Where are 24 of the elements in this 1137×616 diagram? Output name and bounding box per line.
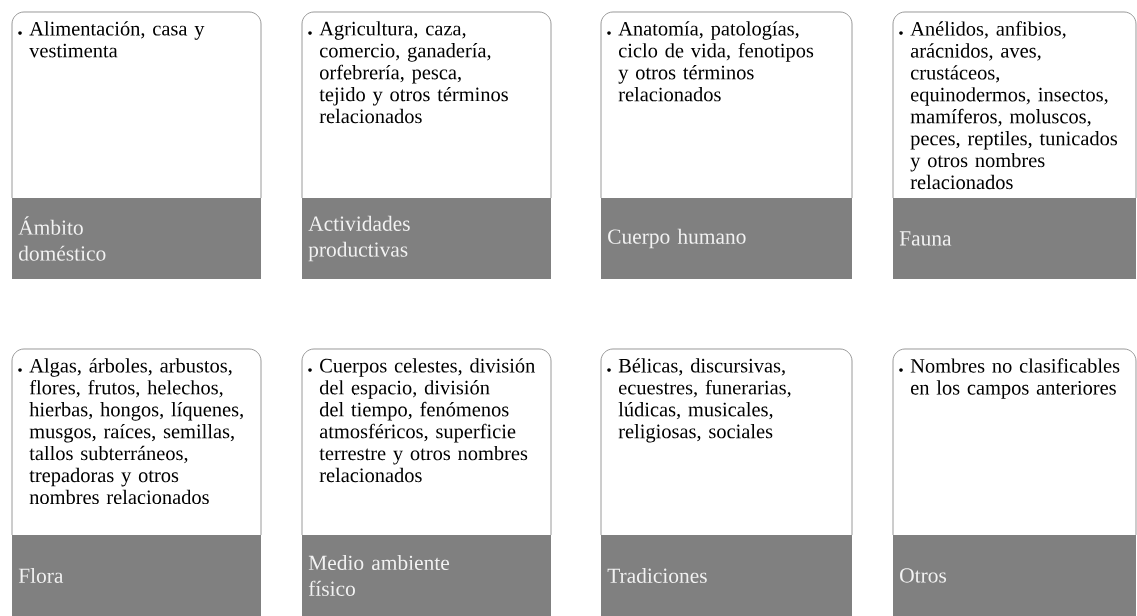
card-heading: Cuerpo humano xyxy=(608,228,746,249)
card xyxy=(301,11,552,279)
card xyxy=(11,11,262,279)
card-heading: Fauna xyxy=(899,231,952,246)
card-heading: Tradiciones xyxy=(607,567,707,583)
card-heading: Medio ambiente físico xyxy=(308,555,450,596)
bullet-text: Anélidos, anfibios, arácnidos, aves, crustáceos, equinodermos, insectos, mamíferos, moluscos, peces, reptiles, tunicados y otros nombres relacionados xyxy=(910,21,1118,190)
bullet-text: Agricultura, caza, comercio, ganadería, orfebrería, pesca, tejido y otros términos relacionados xyxy=(319,21,508,124)
card xyxy=(301,348,552,616)
card xyxy=(892,348,1137,616)
card xyxy=(892,11,1137,279)
bullet-text: Bélicas, discursivas, ecuestres, funerarias, lúdicas, musicales, religiosas, sociales xyxy=(618,358,791,443)
card-heading: Otros xyxy=(900,568,947,583)
bullet-text: Cuerpos celestes, división del espacio, división del tiempo, fenómenos atmosféricos, superficie terrestre y otros nombres relacionados xyxy=(319,358,535,483)
card xyxy=(600,11,853,279)
card xyxy=(600,348,853,616)
card xyxy=(11,348,262,616)
bullet-text: Nombres no clasificables en los campos anteriores xyxy=(910,358,1120,399)
card-heading: Actividades productivas xyxy=(308,215,410,262)
card-heading: Ámbito doméstico xyxy=(18,216,106,261)
bullet-text: Alimentación, casa y vestimenta xyxy=(29,21,205,58)
bullet-text: Anatomía, patologías, ciclo de vida, fenotipos y otros términos relacionados xyxy=(618,21,814,102)
bullet-text: Algas, árboles, arbustos, flores, frutos, helechos, hierbas, hongos, líquenes, musgos, raíces, semillas, tallos subterráneos, trepadoras y otros nombres relacionados xyxy=(29,358,243,505)
card-heading: Flora xyxy=(18,567,64,583)
